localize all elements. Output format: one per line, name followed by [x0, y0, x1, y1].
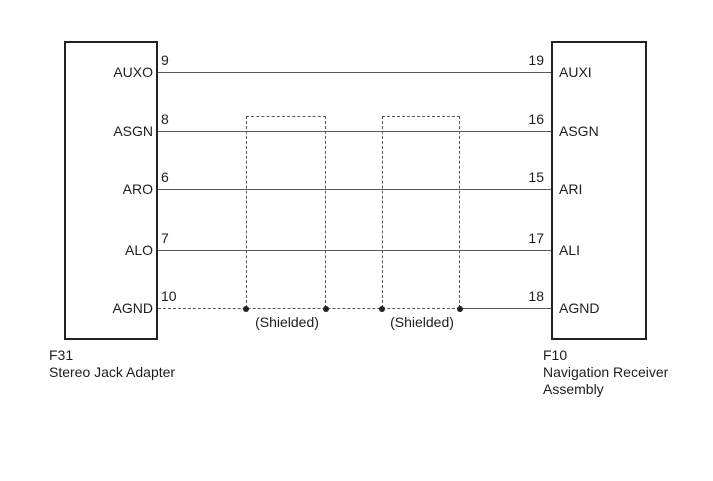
shield-box-2 [382, 116, 460, 308]
left-pin-number-6: 6 [161, 169, 169, 185]
shield-box-1 [246, 116, 326, 308]
left-connector-name: Stereo Jack Adapter [49, 364, 176, 380]
left-connector-id: F31 [49, 347, 74, 363]
right-pin-label-asgn: ASGN [559, 123, 599, 139]
right-pin-label-auxi: AUXI [559, 64, 592, 80]
right-pin-number-16: 16 [528, 111, 544, 127]
right-pin-number-18: 18 [528, 288, 544, 304]
right-pin-number-15: 15 [528, 169, 544, 185]
right-pin-label-agnd: AGND [559, 300, 600, 316]
right-pin-label-ari: ARI [559, 181, 583, 197]
shield-junction-dot [243, 306, 249, 312]
right-connector-name-line1: Navigation Receiver [543, 364, 669, 380]
left-pin-label-alo: ALO [124, 242, 153, 258]
right-connector-name-line2: Assembly [543, 381, 604, 397]
left-pin-number-10: 10 [161, 288, 177, 304]
left-pin-number-8: 8 [161, 111, 169, 127]
shield-junction-dot [379, 306, 385, 312]
left-connector-caption: F31 Stereo Jack Adapter [49, 347, 175, 381]
right-pin-label-ali: ALI [559, 242, 581, 258]
wire-asgn-asgn [158, 131, 551, 132]
shield-junction-dot [457, 306, 463, 312]
wire-agnd-dashed-segment [158, 308, 460, 309]
shield-label-1: (Shielded) [255, 314, 319, 330]
shield-junction-dot [323, 306, 329, 312]
wire-agnd-solid-segment [460, 308, 551, 309]
right-connector-id: F10 [543, 347, 568, 363]
left-pin-number-7: 7 [161, 230, 169, 246]
right-connector-box [551, 41, 647, 340]
left-pin-label-agnd: AGND [112, 300, 153, 316]
right-pin-number-19: 19 [528, 52, 544, 68]
left-pin-label-asgn: ASGN [113, 123, 153, 139]
left-connector-box [64, 41, 158, 340]
wire-aro-ari [158, 189, 551, 190]
left-pin-label-aro: ARO [122, 181, 153, 197]
wire-alo-ali [158, 250, 551, 251]
left-pin-number-9: 9 [161, 52, 169, 68]
right-pin-number-17: 17 [528, 230, 544, 246]
left-pin-label-auxo: AUXO [113, 64, 153, 80]
wire-auxo-auxi [158, 72, 551, 73]
shield-label-2: (Shielded) [390, 314, 454, 330]
right-connector-caption: F10 Navigation Receiver Assembly [543, 347, 668, 398]
